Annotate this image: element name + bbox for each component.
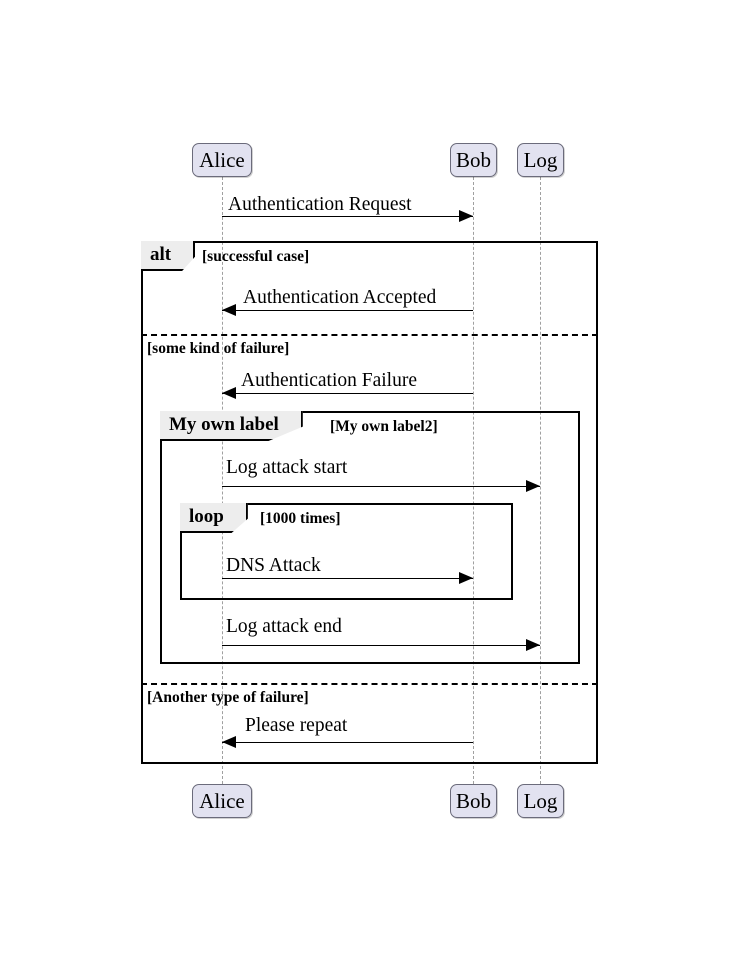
message-label-authentication-request: Authentication Request <box>228 194 412 215</box>
arrowhead-right-icon <box>459 209 473 222</box>
participant-label: Bob <box>455 788 491 813</box>
participant-bob-top[interactable]: Bob <box>450 143 497 177</box>
fragment-alt <box>141 241 598 764</box>
message-line-log-attack-end <box>222 645 540 646</box>
fragment-loop-guard: [1000 times] <box>260 510 341 527</box>
arrowhead-right-icon <box>526 638 540 651</box>
fragment-tag-label: loop <box>189 506 224 527</box>
message-line-authentication-accepted <box>222 310 473 311</box>
participant-log-bottom[interactable]: Log <box>517 784 564 818</box>
participant-label: Bob <box>455 147 491 172</box>
fragment-alt-tag: alt <box>141 241 196 271</box>
message-label-please-repeat: Please repeat <box>245 715 348 736</box>
lifeline-log <box>540 177 541 784</box>
arrowhead-left-icon <box>222 303 236 316</box>
message-line-dns-attack <box>222 578 473 579</box>
lifeline-bob <box>473 177 474 784</box>
participant-log-top[interactable]: Log <box>517 143 564 177</box>
message-line-authentication-request <box>222 216 473 217</box>
fragment-alt-guard-2: [some kind of failure] <box>147 340 290 357</box>
message-label-log-attack-end: Log attack end <box>226 616 342 637</box>
arrowhead-left-icon <box>222 386 236 399</box>
message-label-authentication-failure: Authentication Failure <box>241 370 417 391</box>
fragment-my-own-label <box>160 411 580 664</box>
fragment-alt-guard-3: [Another type of failure] <box>147 689 309 706</box>
message-label-log-attack-start: Log attack start <box>226 457 348 478</box>
participant-label: Log <box>523 788 558 813</box>
arrowhead-left-icon <box>222 735 236 748</box>
participant-alice-bottom[interactable]: Alice <box>192 784 252 818</box>
participant-label: Alice <box>199 147 245 172</box>
fragment-my-own-label-guard: [My own label2] <box>330 418 438 435</box>
fragment-alt-divider-2 <box>141 683 598 685</box>
participant-label: Alice <box>199 788 245 813</box>
participant-label: Log <box>523 147 558 172</box>
participant-bob-bottom[interactable]: Bob <box>450 784 497 818</box>
fragment-loop <box>180 503 513 600</box>
fragment-tag-label: alt <box>150 244 172 265</box>
lifeline-alice <box>222 177 223 784</box>
fragment-alt-guard-1: [successful case] <box>202 248 310 265</box>
arrowhead-right-icon <box>526 479 540 492</box>
fragment-loop-tag: loop <box>180 503 248 533</box>
fragment-alt-divider-1 <box>141 334 598 336</box>
message-label-authentication-accepted: Authentication Accepted <box>243 287 437 308</box>
fragment-my-own-label-tag: My own label <box>160 411 303 441</box>
message-label-dns-attack: DNS Attack <box>226 555 321 576</box>
participant-alice-top[interactable]: Alice <box>192 143 252 177</box>
message-line-log-attack-start <box>222 486 540 487</box>
arrowhead-right-icon <box>459 571 473 584</box>
fragment-tag-label: My own label <box>169 414 279 435</box>
message-line-please-repeat <box>222 742 473 743</box>
message-line-authentication-failure <box>222 393 473 394</box>
